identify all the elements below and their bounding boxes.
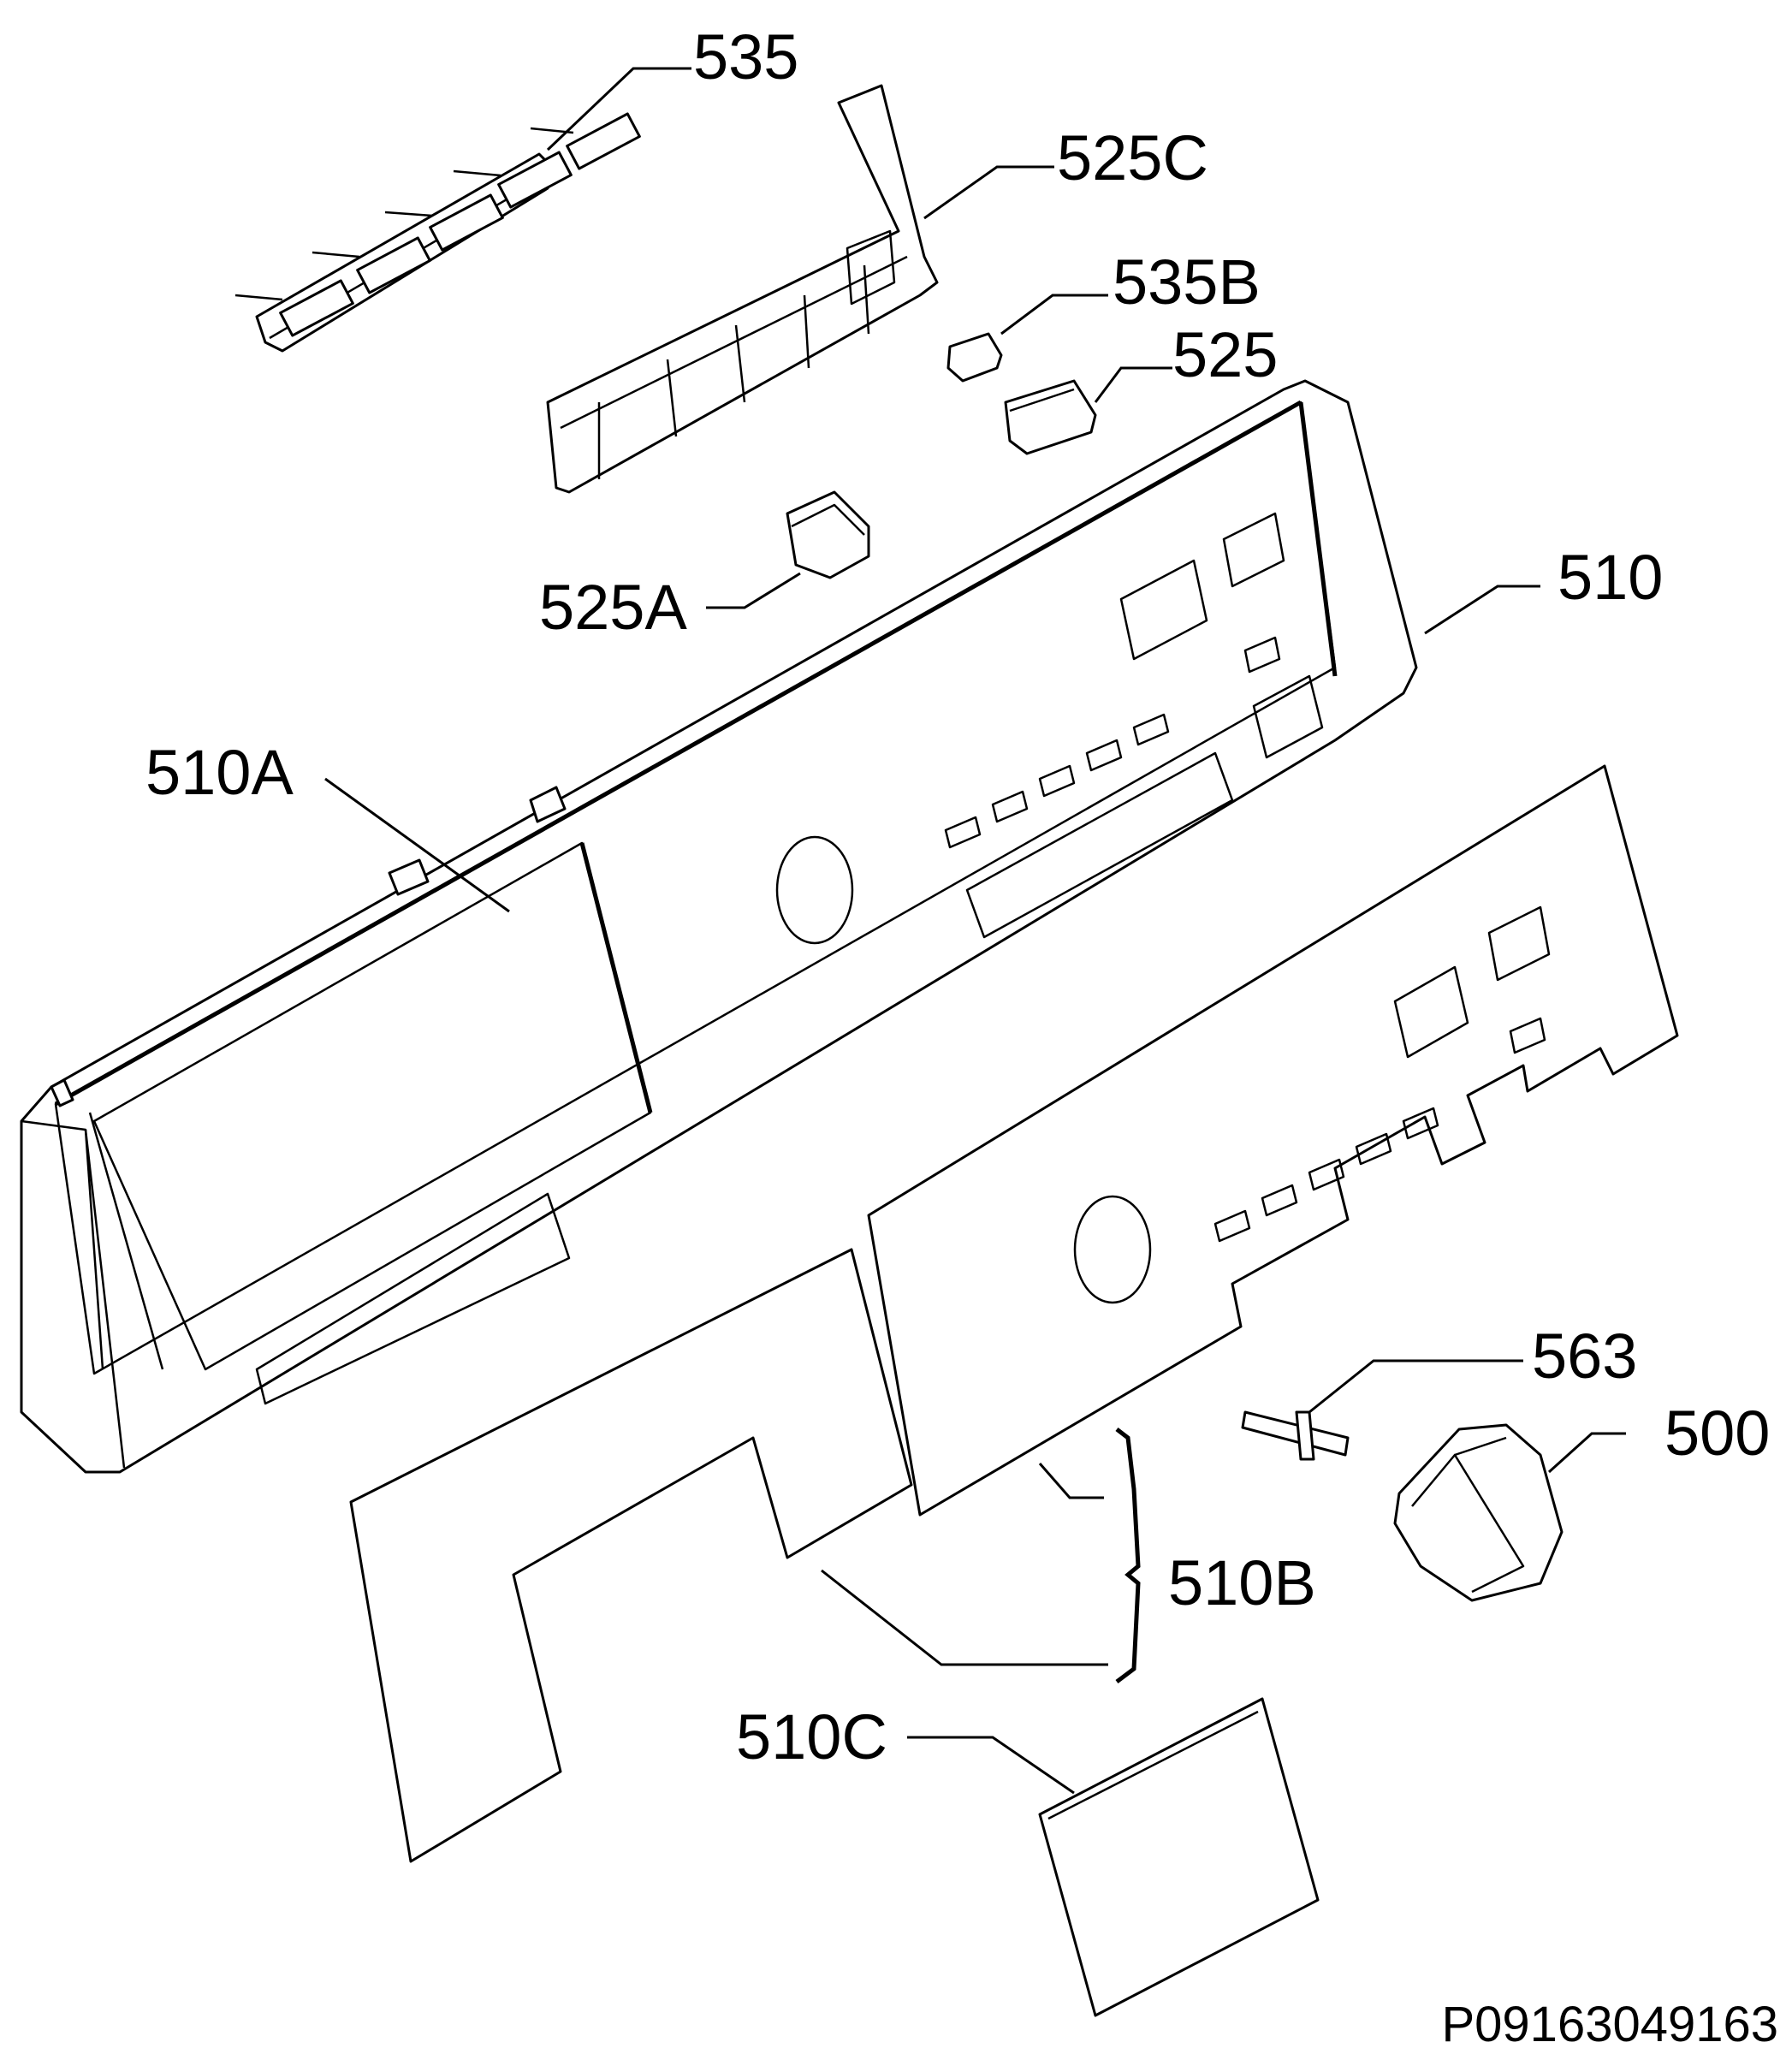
part-510B-decor-foil [349,764,1679,1863]
part-525A-button-cap [786,490,870,579]
part-525C-frame [546,84,939,494]
part-500-knob [1393,1423,1564,1602]
callout-563: 563 [1532,1321,1637,1392]
callout-535B: 535B [1113,246,1261,318]
callout-525A: 525A [539,572,687,643]
part-525-button-cap [1004,379,1097,455]
callout-500: 500 [1664,1398,1770,1469]
callout-510B: 510B [1168,1547,1316,1618]
part-510C-small-foil [1038,1697,1320,2017]
callout-510C: 510C [736,1701,887,1772]
callout-525: 525 [1172,319,1278,390]
callout-525C: 525C [1057,122,1208,193]
part-563-pin [1241,1410,1350,1461]
leader-lines [324,67,1626,1795]
callout-535: 535 [693,21,798,92]
callout-510A: 510A [145,737,294,808]
part-535-button-strip [234,112,641,353]
callout-510: 510 [1558,542,1663,613]
drawing-id: P09163049163 [1441,1997,1778,2052]
part-535B-clip [946,332,1003,383]
part-510-control-panel [20,379,1418,1474]
